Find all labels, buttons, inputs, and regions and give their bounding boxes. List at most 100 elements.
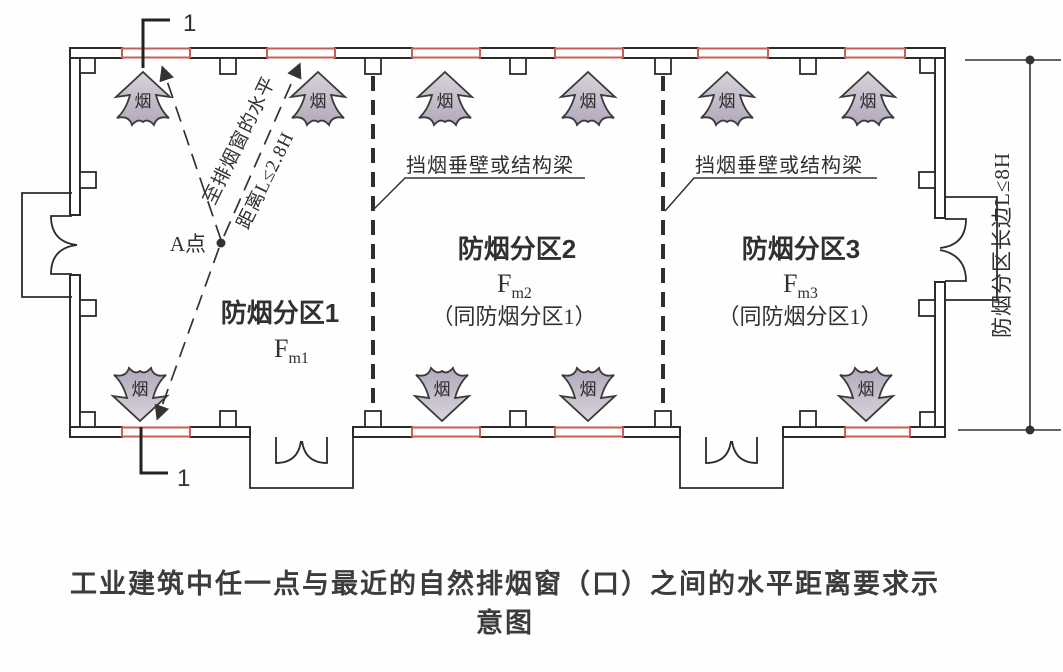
wall-segment [69, 426, 123, 438]
smoke-vent-window [554, 47, 624, 59]
floor-plan: 烟 烟 烟 烟 烟 烟 烟 烟 烟 烟 A点 [21, 10, 1061, 492]
wall-segment [934, 281, 946, 428]
section-marker-bottom: 1 [139, 427, 190, 492]
wall-segment [69, 57, 81, 216]
door-bay [249, 437, 354, 489]
pilaster [79, 299, 97, 317]
smoke-arrow-down-3: 烟 [560, 367, 616, 422]
zone-area-symbol: Fm3 [783, 269, 818, 302]
pilaster [799, 410, 817, 428]
distance-line-to-top-window-1 [159, 65, 222, 241]
pilaster [509, 410, 527, 428]
zone-area-symbol: Fm1 [274, 334, 309, 367]
curtain-label: 挡烟垂壁或结构梁 [406, 154, 574, 177]
smoke-vent-window [697, 47, 769, 59]
pilaster [919, 57, 936, 74]
wall-segment [909, 426, 946, 438]
pilaster [219, 410, 237, 428]
smoke-arrow-label: 烟 [434, 380, 451, 399]
curtain-callout-1: 挡烟垂壁或结构梁 [373, 154, 585, 210]
distance-line-to-bottom-window [154, 247, 220, 421]
wall-segment [904, 47, 946, 59]
wall-segment [479, 47, 556, 59]
pilaster [799, 57, 817, 75]
pilaster [364, 410, 382, 428]
wall-segment [622, 426, 681, 438]
section-number: 1 [183, 10, 196, 37]
pilaster [918, 299, 936, 317]
pilaster [919, 411, 936, 428]
zone-3-label: 防烟分区3 Fm3 （同防烟分区1） [717, 234, 882, 329]
smoke-vent-window [411, 47, 481, 59]
pilaster [654, 410, 672, 428]
smoke-arrow-label: 烟 [860, 92, 877, 111]
dimension-label: 防烟分区长边L≤8H [990, 152, 1014, 338]
door-bay [21, 192, 72, 298]
wall-segment [334, 47, 413, 59]
wall-segment [479, 426, 556, 438]
zone-note: （同防烟分区1） [717, 304, 882, 329]
pilasters [79, 57, 936, 428]
smoke-arrow-up-3: 烟 [417, 71, 473, 126]
distance-line-to-top-window-2 [223, 62, 302, 237]
smoke-arrow-label: 烟 [132, 380, 149, 399]
wall-segment [189, 426, 251, 438]
smoke-vent-window [844, 47, 906, 59]
callout-leader-line [373, 177, 585, 210]
door-leaf-arc [939, 249, 967, 282]
dimension-endpoint-dot [1025, 425, 1035, 435]
pilaster [654, 57, 672, 75]
smoke-vent-window [554, 426, 624, 438]
smoke-arrow-up-2: 烟 [290, 71, 346, 126]
callout-leader-line [664, 177, 877, 212]
pilaster [79, 411, 96, 428]
door-left [21, 192, 78, 298]
zone-name: 防烟分区3 [742, 234, 860, 264]
wall-segment [622, 47, 699, 59]
smoke-arrow-up-1: 烟 [115, 71, 171, 126]
point-a-group: A点 至排烟窗的水平 距离L≤2.8H [154, 62, 302, 421]
pilaster [79, 57, 96, 74]
door-right [939, 196, 998, 301]
door-bottom-2 [679, 437, 784, 489]
smoke-vent-window [411, 426, 481, 438]
dimension-endpoint-dot [1025, 55, 1035, 65]
smoke-arrow-label: 烟 [858, 380, 875, 399]
smoke-vent-windows [121, 47, 911, 438]
smoke-vent-window [121, 426, 191, 438]
zone-2-label: 防烟分区2 Fm2 （同防烟分区1） [431, 234, 596, 329]
smoke-arrow-label: 烟 [719, 92, 736, 111]
wall-segment [189, 47, 268, 59]
smoke-arrow-down-2: 烟 [414, 367, 470, 422]
right-dimension: 防烟分区长边L≤8H [958, 55, 1061, 435]
door-leaf-arc [50, 215, 78, 246]
curtain-callout-2: 挡烟垂壁或结构梁 [664, 154, 877, 212]
pilaster [364, 57, 382, 75]
smoke-arrow-label: 烟 [135, 92, 152, 111]
smoke-arrow-up-4: 烟 [560, 71, 616, 126]
smoke-vent-window [266, 47, 336, 59]
pilaster [79, 171, 97, 189]
curtain-label: 挡烟垂壁或结构梁 [695, 154, 863, 177]
pilaster [918, 171, 936, 189]
wall-segment [69, 274, 81, 428]
door-leaf-arc [705, 437, 732, 464]
door-leaf-arc [275, 437, 302, 464]
smoke-arrow-label: 烟 [580, 380, 597, 399]
door-bay [945, 196, 998, 301]
door-leaf-arc [301, 437, 328, 464]
door-leaf-arc [50, 244, 78, 275]
figure-caption: 工业建筑中任一点与最近的自然排烟窗（口）之间的水平距离要求示意图 [70, 569, 940, 638]
door-leaf-arc [939, 218, 967, 249]
section-cut-line [141, 18, 170, 68]
zone-area-symbol: Fm2 [497, 269, 532, 302]
point-a-label: A点 [170, 232, 206, 256]
zone-1-label: 防烟分区1 Fm1 [221, 298, 339, 367]
zone-name: 防烟分区2 [458, 234, 576, 264]
smoke-vent-window [121, 47, 191, 59]
wall-segment [934, 57, 946, 219]
smoke-arrow-up-6: 烟 [840, 71, 896, 126]
zone-name: 防烟分区1 [221, 298, 339, 328]
smoke-arrow-label: 烟 [580, 92, 597, 111]
